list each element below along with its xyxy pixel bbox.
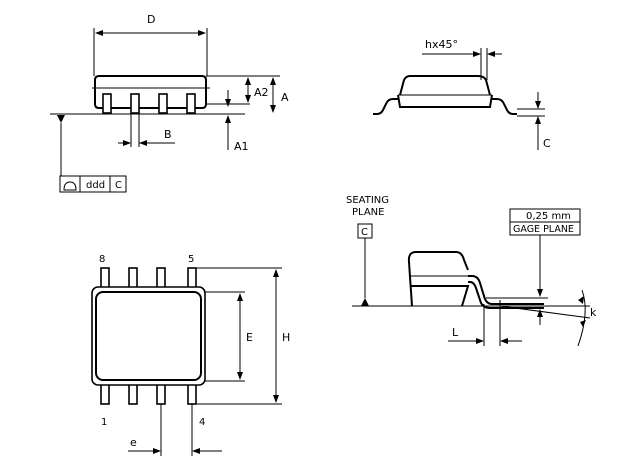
k-angle-arc (577, 289, 586, 347)
side-lead-right (492, 98, 517, 115)
k-angle-line (499, 305, 591, 319)
dim-a2-label: A2 (254, 86, 269, 99)
detail-body-lower (410, 285, 470, 307)
frame-c-label: C (115, 180, 122, 191)
flatness-symbol-icon (63, 181, 77, 191)
dim-d-label: D (147, 13, 155, 26)
gage-value-label: 0,25 mm (526, 211, 571, 222)
pin-5-label: 5 (188, 254, 194, 265)
side-view: hx45° C (373, 38, 551, 150)
pin-4-label: 4 (199, 417, 205, 428)
dim-e-label: E (246, 331, 253, 344)
seating-label-line2: PLANE (352, 207, 384, 218)
detail-lead-inner (468, 281, 544, 309)
side-lead-left (373, 98, 398, 115)
dim-a-label: A (281, 91, 289, 104)
k-arrow-upper (578, 296, 584, 304)
front-body-lower (94, 88, 207, 109)
top-body-inner (95, 291, 202, 381)
seating-triangle-icon (361, 298, 369, 306)
datum-c-label: C (361, 227, 368, 238)
detail-view: SEATING PLANE C 0,25 mm GAGE PLANE L (346, 195, 597, 347)
dim-ddd-label: ddd (86, 180, 105, 191)
front-leads (102, 93, 196, 114)
top-view: 8 5 1 4 E H e (91, 254, 290, 456)
pin-8-label: 8 (99, 254, 105, 265)
dim-a1-label: A1 (234, 140, 249, 153)
k-arrow-lower (580, 320, 586, 327)
detail-lead (468, 275, 544, 305)
dim-hx45-label: hx45° (425, 38, 458, 51)
dim-e-pitch-label: e (130, 436, 137, 449)
gage-plane-box (509, 221, 581, 236)
flatness-frame: ddd C (59, 175, 127, 193)
dim-c-side-label: C (543, 137, 551, 150)
detail-body-outline (407, 251, 469, 307)
gage-plane-label: GAGE PLANE (513, 224, 574, 235)
datum-triangle-icon (57, 115, 65, 123)
side-body-lower (397, 94, 493, 108)
front-view: D A2 A A1 B ddd C (50, 13, 289, 193)
dim-k-label: k (590, 306, 597, 319)
pin-1-label: 1 (101, 417, 107, 428)
seating-label-line1: SEATING (346, 195, 389, 206)
side-body-outline (399, 75, 491, 96)
dim-h-label: H (282, 331, 290, 344)
dim-l-label: L (452, 326, 459, 339)
front-body-outline (94, 75, 207, 88)
dim-b-label: B (164, 128, 172, 141)
